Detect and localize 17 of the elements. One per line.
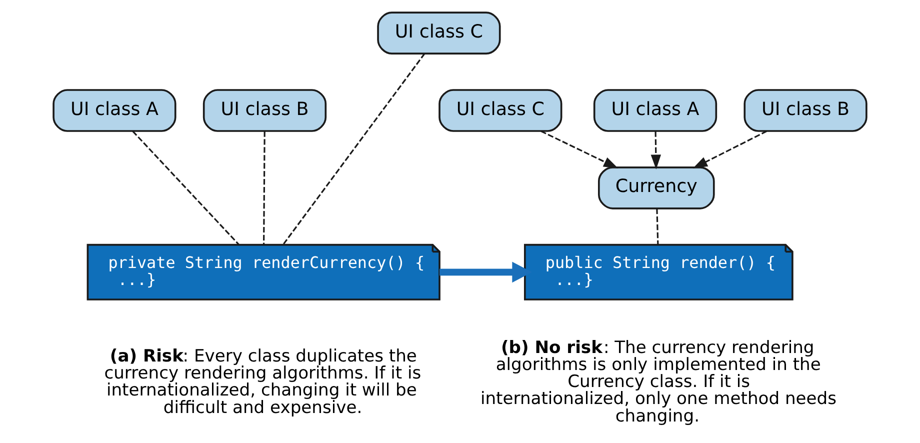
arrow [540, 130, 618, 168]
node-box: Currency [598, 166, 715, 210]
node-box: UI class A [52, 89, 176, 132]
node-box: UI class C [438, 89, 562, 132]
connector [263, 131, 266, 244]
connector [132, 130, 240, 245]
arrow [692, 130, 768, 168]
arrow [650, 131, 662, 170]
label: (b) No risk: The currency rendering algorithms is only implemented in the Currency class. If it is internationalized, only one method needs changing. [480, 338, 837, 426]
connector [282, 53, 426, 246]
node-box: UI class A [593, 89, 718, 132]
node-box: UI class B [202, 89, 327, 132]
arrow [440, 262, 532, 283]
node-box: UI class B [744, 89, 868, 132]
node-box: UI class C [377, 12, 501, 54]
connector [656, 208, 659, 245]
label: (a) Risk: Every class duplicates the currency rendering algorithms. If it is internationalized, changing it will be difficult and expensive. [104, 346, 422, 418]
